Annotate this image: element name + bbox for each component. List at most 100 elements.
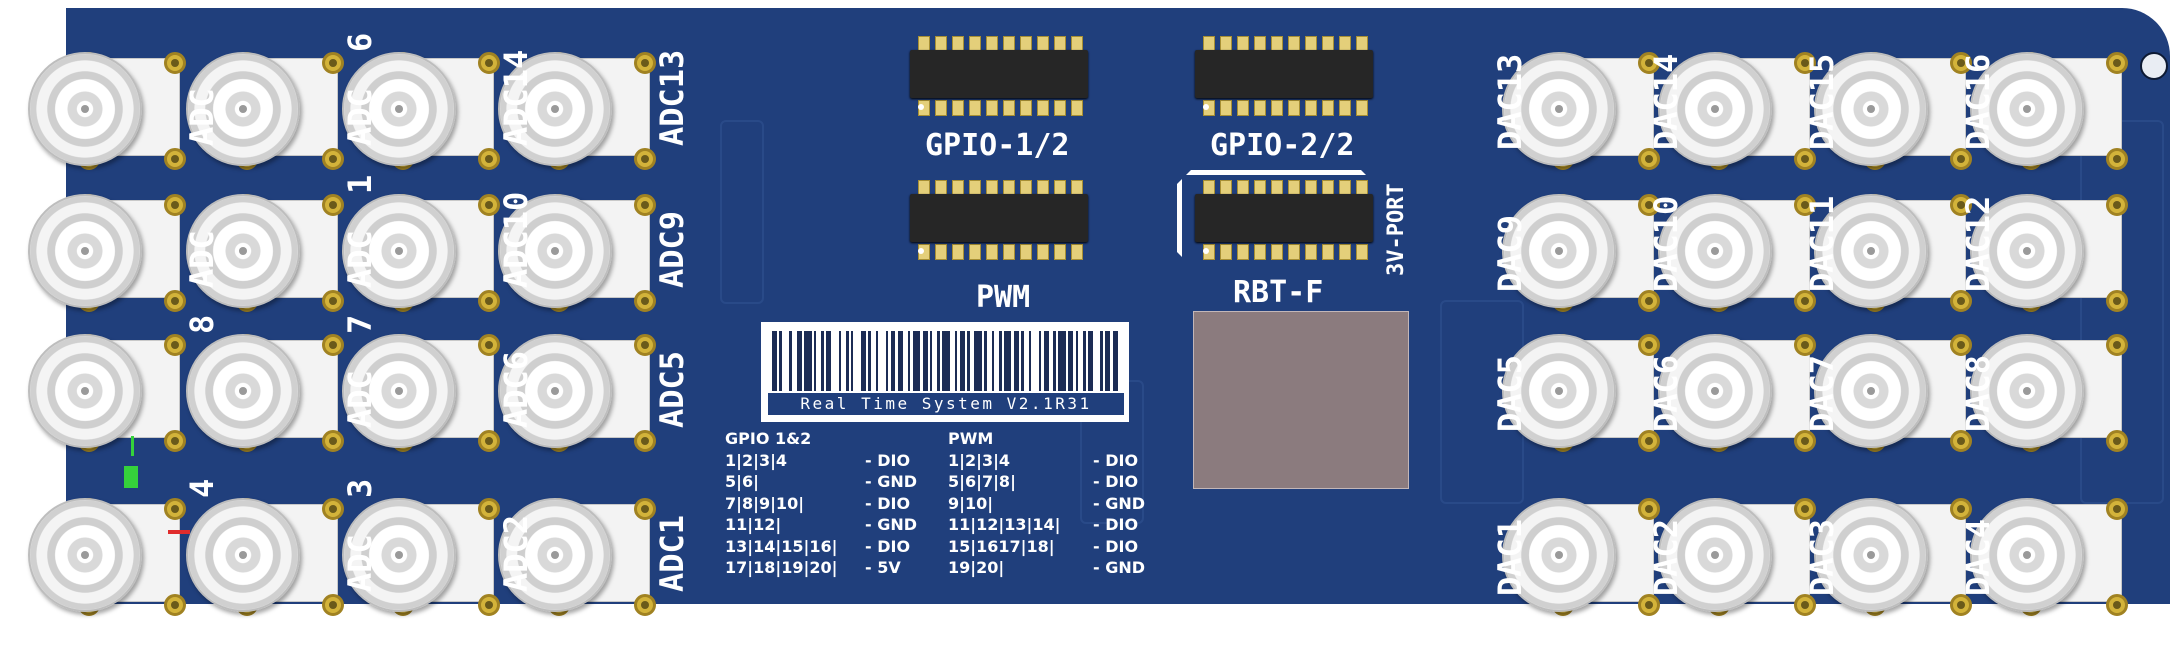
barcode-bar xyxy=(796,331,802,391)
chip-pin xyxy=(1271,100,1283,116)
barcode-bar xyxy=(1078,331,1084,391)
chip-pin xyxy=(935,244,947,260)
solder-pad xyxy=(164,148,186,170)
barcode-bar xyxy=(895,331,898,391)
sma-connector-body xyxy=(1658,334,1772,448)
barcode-bar xyxy=(885,331,889,391)
sma-connector-body xyxy=(1814,498,1928,612)
pin-function: - DIO xyxy=(865,450,911,470)
barcode-bar xyxy=(922,331,928,391)
barcode-bar xyxy=(1100,331,1103,391)
solder-pad xyxy=(1950,194,1972,216)
sma-connector-body xyxy=(1970,194,2084,308)
barcode-bar xyxy=(823,331,827,391)
barcode-bar xyxy=(888,331,891,391)
solder-pad xyxy=(1794,148,1816,170)
dac-connector xyxy=(1796,486,1972,646)
barcode-bar xyxy=(781,331,790,391)
chip-pin xyxy=(1003,100,1015,116)
adc-connector xyxy=(168,182,344,342)
solder-pad xyxy=(478,430,500,452)
pin1-marker xyxy=(918,104,924,110)
chip-pin xyxy=(1220,244,1232,260)
dac-connector xyxy=(1952,182,2128,342)
solder-pad xyxy=(478,334,500,356)
solder-pad xyxy=(322,430,344,452)
solder-pad xyxy=(1638,52,1660,74)
barcode-bar xyxy=(912,331,921,391)
barcode-bar xyxy=(1028,331,1032,391)
adc-label-digit: 1 xyxy=(341,174,379,194)
solder-pad xyxy=(478,498,500,520)
sma-connector-body xyxy=(1502,334,1616,448)
solder-pad xyxy=(322,194,344,216)
barcode-bar xyxy=(949,331,955,391)
solder-pad xyxy=(1950,148,1972,170)
axis-x-marker xyxy=(168,530,190,534)
pin-function: - GND xyxy=(1093,493,1146,513)
barcode-bar xyxy=(1031,331,1039,391)
solder-pad xyxy=(1638,430,1660,452)
chip-pin xyxy=(1254,244,1266,260)
sma-connector-body xyxy=(1658,52,1772,166)
dac-label: DAC13 xyxy=(1491,53,1529,150)
solder-pad xyxy=(2106,290,2128,312)
barcode-bar xyxy=(841,331,847,391)
sma-connector-body xyxy=(342,52,456,166)
dac-label: DAC5 xyxy=(1491,354,1529,432)
solder-pad xyxy=(634,430,656,452)
barcode-bar xyxy=(821,331,824,391)
adc-label: ADC xyxy=(341,230,379,288)
adc-label-digit: 6 xyxy=(341,32,379,52)
barcode-label: Real Time System V2.1R31 xyxy=(761,322,1129,422)
adc-connector xyxy=(168,486,344,646)
chip-pin xyxy=(1271,244,1283,260)
copper-trace xyxy=(720,120,764,304)
dac-connector xyxy=(1640,486,1816,646)
barcode-bar xyxy=(969,331,975,391)
barcode-bar xyxy=(816,331,822,391)
barcode-bar xyxy=(957,331,960,391)
barcode-bar xyxy=(868,331,871,391)
solder-pad xyxy=(2106,334,2128,356)
barcode-bar xyxy=(846,331,849,391)
pin-group: 13|14|15|16| xyxy=(725,536,838,556)
dac-label: DAC14 xyxy=(1647,53,1685,150)
adc-connector xyxy=(480,182,656,342)
dac-label: DAC2 xyxy=(1647,518,1685,596)
sma-connector-body xyxy=(186,334,300,448)
pin-group: 1|2|3|4 xyxy=(948,450,1011,470)
barcode-bar xyxy=(1088,331,1093,391)
sma-connector-body xyxy=(1502,52,1616,166)
adc-label: ADC13 xyxy=(653,49,691,146)
barcode-bar xyxy=(772,331,777,391)
chip-pin xyxy=(1339,100,1351,116)
chip-pin xyxy=(1220,100,1232,116)
solder-pad xyxy=(1950,290,1972,312)
adc-label: ADC9 xyxy=(653,210,691,288)
pwm-chip xyxy=(910,178,1088,262)
adc-label: ADC xyxy=(183,88,221,146)
barcode-bar xyxy=(838,331,842,391)
solder-pad xyxy=(2106,498,2128,520)
barcode-bar xyxy=(804,331,812,391)
chip-package xyxy=(910,50,1088,98)
solder-pad xyxy=(1950,430,1972,452)
chip-pin xyxy=(969,100,981,116)
dac-label: DAC7 xyxy=(1803,354,1841,432)
barcode-bar xyxy=(853,331,861,391)
dac-label: DAC16 xyxy=(1959,53,1997,150)
dac-connector xyxy=(1484,486,1660,646)
solder-pad xyxy=(1950,334,1972,356)
mounting-hole xyxy=(2140,52,2168,80)
adc-connector xyxy=(324,182,500,342)
solder-pad xyxy=(2106,194,2128,216)
adc-connector xyxy=(324,40,500,200)
dac-connector xyxy=(1640,40,1816,200)
solder-pad xyxy=(322,52,344,74)
pin-group: 7|8|9|10| xyxy=(725,493,805,513)
adc-connector xyxy=(324,486,500,646)
pin1-marker xyxy=(1203,104,1209,110)
adc-label-digit: 7 xyxy=(341,314,379,334)
